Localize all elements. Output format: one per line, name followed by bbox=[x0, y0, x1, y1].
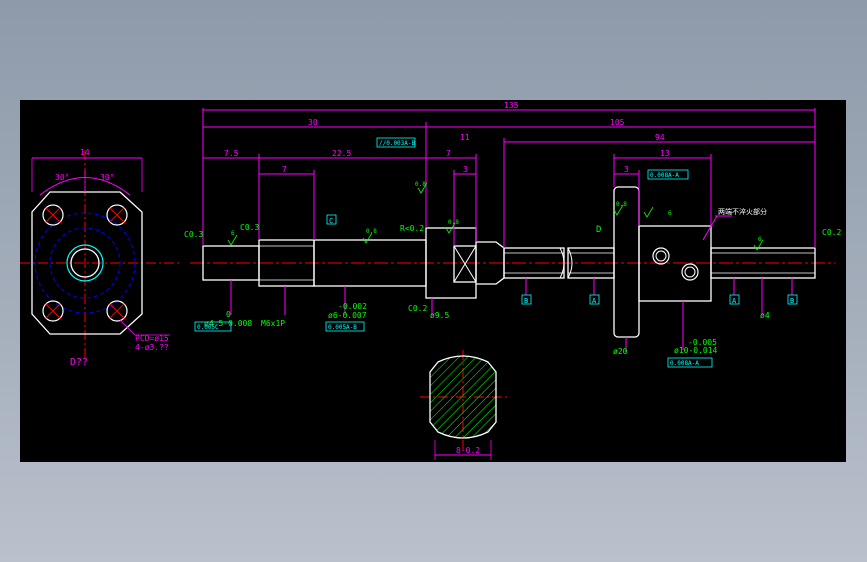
dim-7-mid: 7 bbox=[446, 149, 451, 158]
ann-phi-4: ø4 bbox=[760, 311, 770, 320]
dim-3-mid: 3 bbox=[463, 165, 468, 174]
tol-right: 0.008A-A bbox=[650, 172, 679, 179]
ann-phi-20: ø20 bbox=[613, 347, 628, 356]
ann-c02-right: C0.2 bbox=[822, 228, 841, 237]
bore bbox=[70, 248, 100, 278]
ann-r02: R<0.2 bbox=[400, 224, 424, 233]
dim-22-5: 22.5 bbox=[332, 149, 351, 158]
ann-view-d: D bbox=[596, 225, 601, 235]
flange-view bbox=[20, 150, 180, 360]
rough-1: 6 bbox=[231, 230, 235, 237]
ann-phi-6: ø6-0.007 bbox=[328, 311, 367, 320]
datum-a1: A bbox=[592, 297, 597, 305]
datum-a2: A bbox=[732, 297, 737, 305]
tol-left-bottom: 0.005C bbox=[197, 324, 219, 331]
dim-105: 105 bbox=[610, 118, 625, 127]
ann-chinese-note: 两端不淬火部分 bbox=[718, 207, 767, 216]
ann-phi-10-upper: -0.005 bbox=[688, 338, 717, 347]
datum-b1: B bbox=[524, 297, 528, 305]
rough-6: 6 bbox=[758, 236, 762, 243]
dim-3-right: 3 bbox=[624, 165, 629, 174]
tol-right-bottom: 0.008A-A bbox=[670, 360, 699, 367]
flange-angle-left: 30° bbox=[55, 173, 69, 182]
rough-2: 0.8 bbox=[366, 228, 377, 235]
dim-7-left: 7 bbox=[282, 165, 287, 174]
dim-94: 94 bbox=[655, 133, 665, 142]
flange-pcd: PCD=ø15 bbox=[135, 334, 169, 343]
flange-outline bbox=[31, 191, 143, 335]
pcd-circle bbox=[34, 212, 136, 314]
dim-7-5: 7.5 bbox=[224, 149, 239, 158]
rough-4: 0.8 bbox=[448, 219, 459, 226]
ann-c03-left: C0.3 bbox=[184, 230, 203, 239]
flange-angle-right: 30° bbox=[100, 173, 114, 182]
ann-phi-6-upper: -0.002 bbox=[338, 302, 367, 311]
ann-phi-10: ø10-0.014 bbox=[674, 346, 718, 355]
dim-135: 135 bbox=[504, 101, 519, 110]
datum-b2: B bbox=[790, 297, 794, 305]
ann-phi-9-5: ø9.5 bbox=[430, 311, 449, 320]
section-view bbox=[420, 350, 510, 460]
dim-30: 30 bbox=[308, 118, 318, 127]
rough-7: 0.8 bbox=[616, 201, 627, 208]
datum-c: C bbox=[329, 217, 333, 225]
nut-flange bbox=[613, 186, 640, 338]
rough-5: 6 bbox=[668, 210, 672, 217]
section-profile bbox=[429, 355, 497, 439]
dim-section-width: 8-0.2 bbox=[456, 446, 480, 455]
ann-phi-4-5: ø4.5-0.008 bbox=[204, 319, 252, 328]
tol-mid-bottom: 0.005A-B bbox=[328, 324, 357, 331]
dim-13: 13 bbox=[660, 149, 670, 158]
dimension-lines bbox=[202, 108, 816, 352]
ann-m6: M6x1P bbox=[261, 319, 285, 328]
flange-holes: 4-ø3.?? bbox=[135, 343, 169, 352]
tol-top: //0.003A-B bbox=[379, 140, 416, 147]
ann-c03-second: C0.3 bbox=[240, 223, 259, 232]
rough-3: 0.8 bbox=[415, 181, 426, 188]
ann-c02-bottom: C0.2 bbox=[408, 304, 427, 313]
ann-phi-4-5-upper: 0 bbox=[226, 310, 231, 319]
drawing-svg: 14 30° 30° PCD=ø15 4-ø3.?? D?? 135 30 10… bbox=[20, 101, 841, 460]
dim-11: 11 bbox=[460, 133, 470, 142]
flange-caption: D?? bbox=[70, 357, 88, 368]
flange-dim-14: 14 bbox=[80, 148, 90, 157]
cad-drawing-canvas[interactable]: 14 30° 30° PCD=ø15 4-ø3.?? D?? 135 30 10… bbox=[20, 100, 846, 462]
labels: 14 30° 30° PCD=ø15 4-ø3.?? D?? 135 30 10… bbox=[55, 101, 841, 455]
